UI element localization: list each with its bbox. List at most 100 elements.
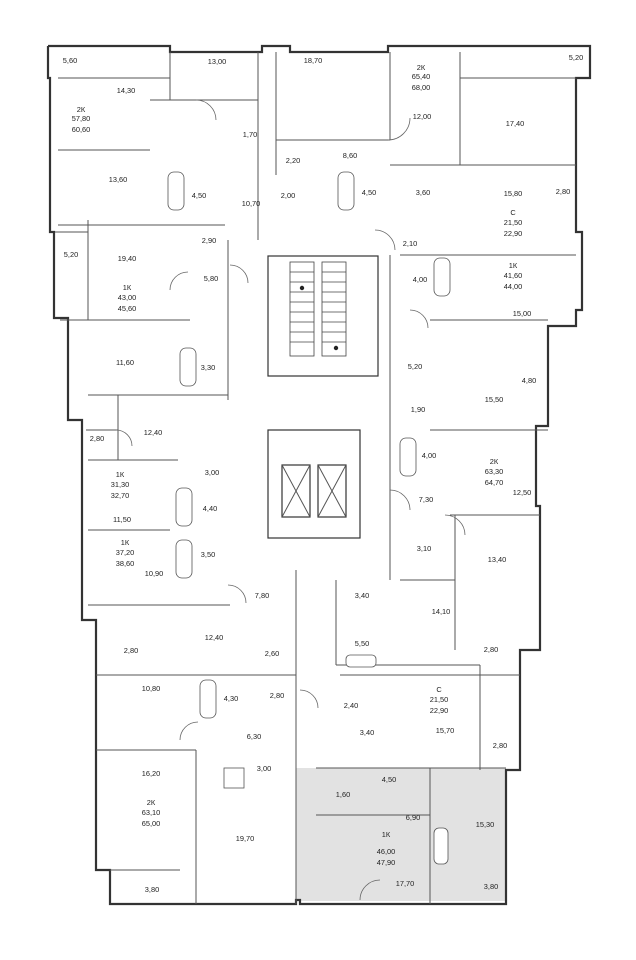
- room-area-label: 17,70: [396, 879, 415, 888]
- room-area-label: 10,90: [145, 569, 164, 578]
- room-area-label: 12,00: [413, 112, 432, 121]
- room-area-label: 5,20: [569, 53, 583, 62]
- apartment-area-label: 32,70: [111, 491, 130, 500]
- room-area-label: 8,60: [343, 151, 357, 160]
- room-area-label: 4,00: [422, 451, 436, 460]
- room-area-label: 14,30: [117, 86, 136, 95]
- building-outline: [46, 44, 592, 906]
- apartment-area-label: 63,10: [142, 808, 161, 817]
- room-area-label: 7,30: [419, 495, 433, 504]
- apartment-area-label: 65,00: [142, 819, 161, 828]
- apartment-type-label: С: [510, 208, 516, 217]
- apartment-area-label: 57,80: [72, 114, 91, 123]
- room-area-label: 19,40: [118, 254, 137, 263]
- room-area-label: 16,20: [142, 769, 161, 778]
- room-area-label: 3,80: [484, 882, 498, 891]
- apartment-area-label: 31,30: [111, 480, 130, 489]
- room-area-label: 2,10: [403, 239, 417, 248]
- room-area-label: 13,40: [488, 555, 507, 564]
- apartment-area-label: 38,60: [116, 559, 135, 568]
- room-area-label: 4,50: [362, 188, 376, 197]
- room-area-label: 4,50: [192, 191, 206, 200]
- interior-walls: [55, 52, 576, 904]
- room-area-label: 2,80: [484, 645, 498, 654]
- apartment-area-label: 37,20: [116, 548, 135, 557]
- apartment-type-label: 2К: [490, 457, 499, 466]
- room-area-label: 3,00: [205, 468, 219, 477]
- apartment-type-label: 1К: [382, 830, 391, 839]
- room-area-label: 1,60: [336, 790, 350, 799]
- elevator-shafts: [267, 429, 361, 539]
- room-area-label: 2,20: [286, 156, 300, 165]
- room-area-label: 4,50: [382, 775, 396, 784]
- room-area-label: 15,50: [485, 395, 504, 404]
- room-area-label: 3,00: [257, 764, 271, 773]
- apartment-type-label: 2К: [417, 63, 426, 72]
- room-area-label: 6,90: [406, 813, 420, 822]
- apartment-area-label: 46,00: [377, 847, 396, 856]
- room-labels: 5,60 13,00 18,70 5,20 14,30 2К 57,80 60,…: [63, 53, 583, 894]
- room-area-label: 2,80: [493, 741, 507, 750]
- room-area-label: 2,60: [265, 649, 279, 658]
- stairwell: [267, 255, 379, 377]
- room-area-label: 17,40: [506, 119, 525, 128]
- room-area-label: 5,20: [64, 250, 78, 259]
- room-area-label: 11,50: [113, 515, 131, 524]
- room-area-label: 3,40: [360, 728, 374, 737]
- room-area-label: 12,40: [205, 633, 224, 642]
- apartment-area-label: 41,60: [504, 271, 523, 280]
- apartment-type-label: 1К: [509, 261, 518, 270]
- room-area-label: 1,90: [411, 405, 425, 414]
- room-area-label: 3,30: [201, 363, 215, 372]
- room-area-label: 10,80: [142, 684, 161, 693]
- room-area-label: 5,60: [63, 56, 77, 65]
- apartment-type-label: 1К: [123, 283, 132, 292]
- room-area-label: 5,20: [408, 362, 422, 371]
- apartment-area-label: 45,60: [118, 304, 137, 313]
- apartment-type-label: 2К: [77, 105, 86, 114]
- apartment-area-label: 22,90: [430, 706, 449, 715]
- apartment-area-label: 60,60: [72, 125, 91, 134]
- room-area-label: 5,80: [204, 274, 218, 283]
- door-swings: [115, 99, 466, 901]
- room-area-label: 14,10: [432, 607, 451, 616]
- room-area-label: 3,80: [145, 885, 159, 894]
- room-area-label: 12,40: [144, 428, 163, 437]
- room-area-label: 2,40: [344, 701, 358, 710]
- room-area-label: 4,00: [413, 275, 427, 284]
- bathroom-fixtures: [167, 171, 451, 865]
- apartment-area-label: 47,90: [377, 858, 396, 867]
- apartment-area-label: 64,70: [485, 478, 504, 487]
- room-area-label: 2,00: [281, 191, 295, 200]
- apartment-area-label: 21,50: [504, 218, 523, 227]
- room-area-label: 4,40: [203, 504, 217, 513]
- apartment-area-label: 63,30: [485, 467, 504, 476]
- room-area-label: 15,80: [504, 189, 523, 198]
- room-area-label: 2,80: [556, 187, 570, 196]
- apartment-area-label: 22,90: [504, 229, 523, 238]
- apartment-type-label: 2К: [147, 798, 156, 807]
- highlighted-apartment[interactable]: [296, 768, 506, 901]
- room-area-label: 15,00: [513, 309, 532, 318]
- room-area-label: 1,70: [243, 130, 257, 139]
- room-area-label: 2,80: [270, 691, 284, 700]
- room-area-label: 15,30: [476, 820, 495, 829]
- apartment-type-label: С: [436, 685, 442, 694]
- apartment-type-label: 1К: [121, 538, 130, 547]
- room-area-label: 10,70: [242, 199, 261, 208]
- room-area-label: 3,60: [416, 188, 430, 197]
- apartment-area-label: 43,00: [118, 293, 137, 302]
- room-area-label: 13,00: [208, 57, 227, 66]
- apartment-type-label: 1К: [116, 470, 125, 479]
- room-area-label: 3,10: [417, 544, 431, 553]
- room-area-label: 7,80: [255, 591, 269, 600]
- room-area-label: 5,50: [355, 639, 369, 648]
- room-area-label: 3,50: [201, 550, 215, 559]
- apartment-area-label: 65,40: [412, 72, 431, 81]
- room-area-label: 19,70: [236, 834, 255, 843]
- room-area-label: 2,80: [90, 434, 104, 443]
- room-area-label: 4,80: [522, 376, 536, 385]
- room-area-label: 2,90: [202, 236, 216, 245]
